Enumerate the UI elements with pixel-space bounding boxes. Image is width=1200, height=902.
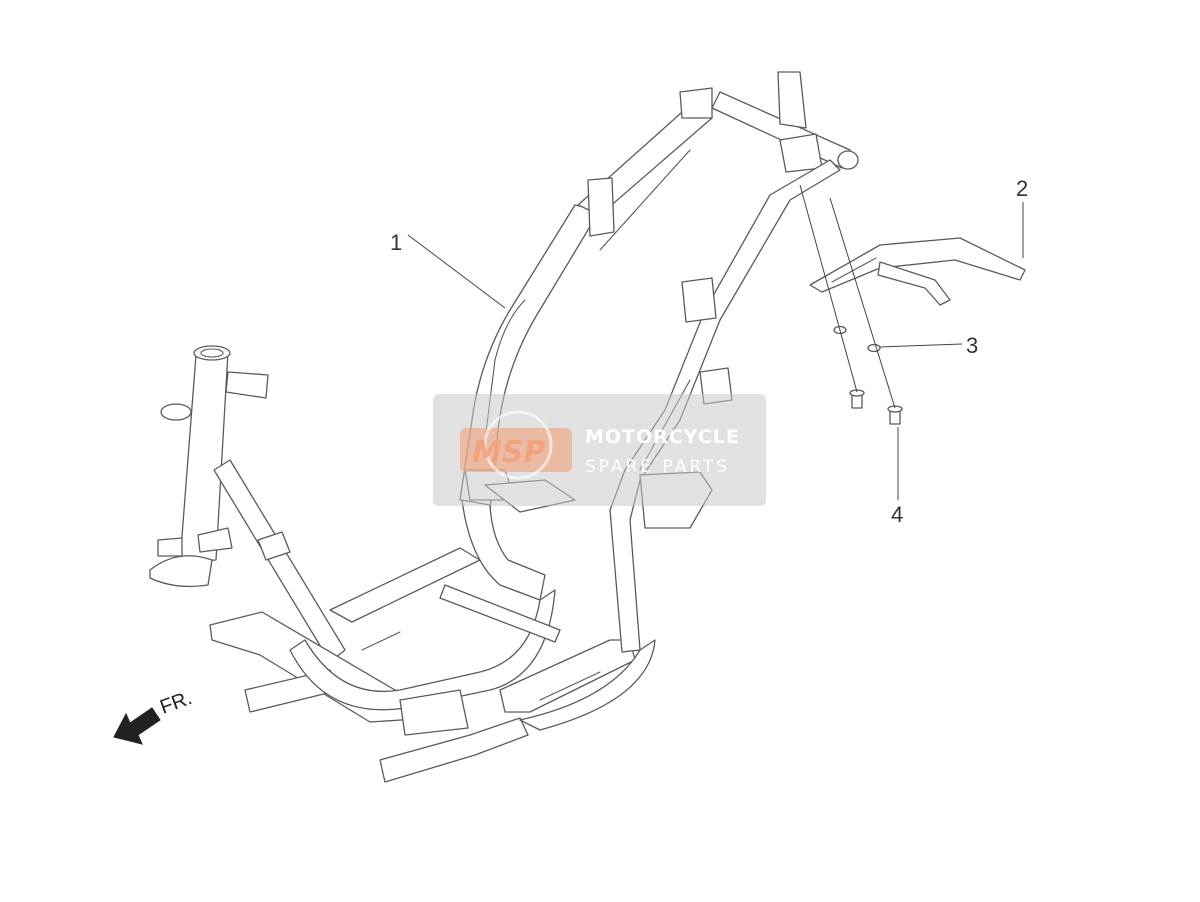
callout-label-3: 3: [966, 333, 978, 358]
right-main-tube: [609, 159, 841, 653]
floor-loop: [289, 589, 556, 711]
assembly-axes: [799, 184, 896, 409]
callout-label-1: 1: [390, 230, 402, 255]
watermark-logo-text: MSP: [472, 435, 545, 470]
steering-head-tube: [149, 345, 269, 588]
front-arrow-icon: [113, 707, 161, 745]
bolt-set: [849, 389, 903, 425]
watermark-line-2: SPARE PARTS: [585, 457, 730, 477]
watermark-line-1: MOTORCYCLE: [585, 426, 740, 448]
callout-leaders: [407, 202, 1024, 500]
rear-bracket: [809, 237, 1026, 306]
msp-logo-icon: MSP: [460, 410, 572, 480]
washer-set: [833, 325, 881, 353]
down-tube: [213, 459, 346, 663]
front-direction-indicator: FR.: [113, 687, 195, 745]
watermark: MSP MOTORCYCLE SPARE PARTS: [433, 394, 766, 506]
front-direction-label: FR.: [157, 687, 195, 719]
callout-label-4: 4: [891, 502, 903, 527]
callout-label-2: 2: [1016, 176, 1028, 201]
